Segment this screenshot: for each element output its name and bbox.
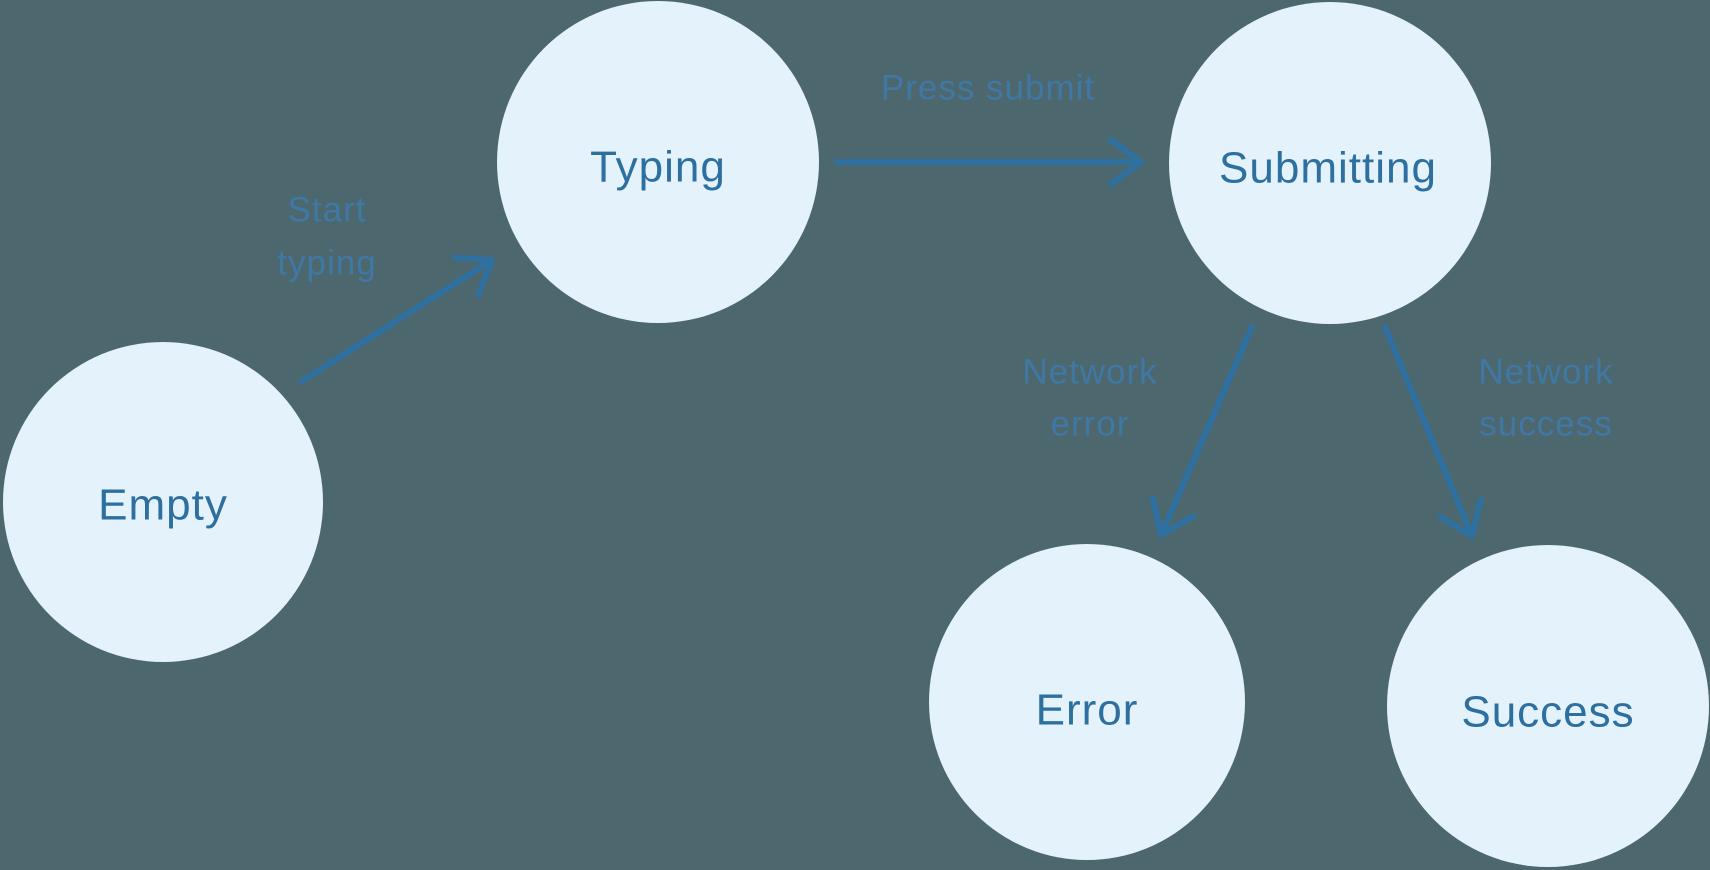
edge-label-start-typing-line2: typing (277, 244, 376, 283)
state-label: Typing (590, 143, 726, 192)
edge-label-network-error-line2: error (1051, 405, 1130, 444)
arrow-icon (1149, 324, 1255, 538)
state-circle (3, 342, 323, 662)
state-node-empty: Empty (3, 342, 323, 662)
edge-label-network-success-line2: success (1479, 405, 1612, 444)
state-node-success: Success (1387, 545, 1709, 867)
state-circle (929, 544, 1245, 860)
state-circle (1387, 545, 1709, 867)
state-label: Submitting (1219, 144, 1437, 193)
edge-submitting-to-success: Network success (1382, 324, 1613, 539)
state-label: Empty (98, 481, 228, 530)
edge-label-network-error-line1: Network (1022, 353, 1157, 392)
state-label: Error (1036, 686, 1139, 735)
state-circle (1169, 2, 1491, 324)
state-node-typing: Typing (497, 1, 819, 323)
arrow-icon (299, 254, 495, 384)
state-node-error: Error (929, 544, 1245, 860)
edge-label-press-submit: Press submit (881, 69, 1095, 108)
state-label: Success (1461, 688, 1634, 737)
edge-label-network-success-line1: Network (1478, 353, 1613, 392)
edge-typing-to-submitting: Press submit (834, 69, 1144, 187)
edge-submitting-to-error: Network error (1022, 324, 1255, 538)
edge-label-start-typing-line1: Start (288, 191, 367, 230)
edge-empty-to-typing: Start typing (277, 191, 495, 384)
state-circle (497, 1, 819, 323)
state-node-submitting: Submitting (1169, 2, 1491, 324)
arrow-icon (1382, 324, 1484, 539)
